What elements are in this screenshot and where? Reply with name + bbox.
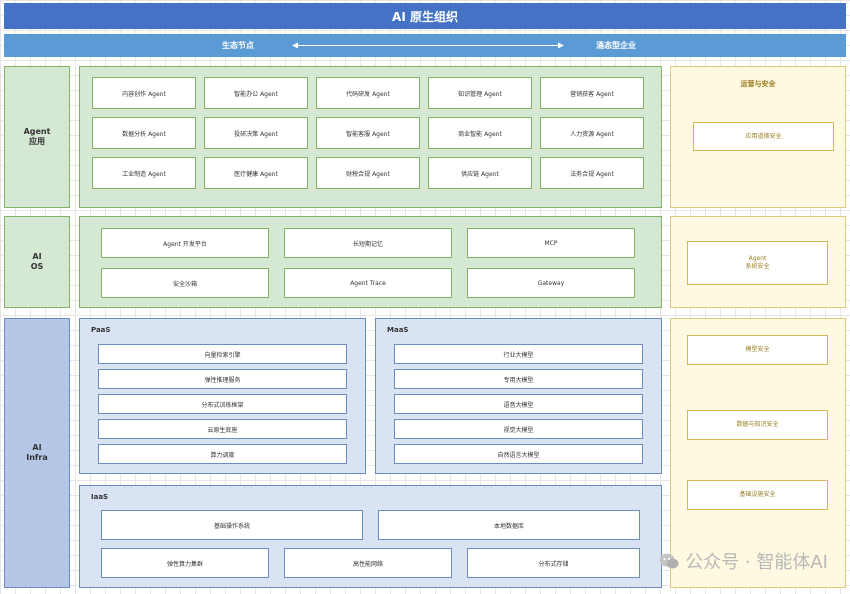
iaas-box: 本地数据库 [378,510,640,540]
page-title: AI 原生组织 [4,3,846,29]
agent-app-box: 智能客服 Agent [316,117,420,149]
agent-app-box: 财税合规 Agent [316,157,420,189]
aios-box: 长短期记忆 [284,228,452,258]
security-box: 应用道德安全 [693,122,834,151]
maas-box: 专用大模型 [394,369,643,389]
paas-box: 云原生底座 [98,419,347,439]
security-box: 基础设施安全 [687,480,828,510]
iaas-box: 弹性算力集群 [101,548,269,578]
security-box: 数据与知识安全 [687,410,828,440]
agent-app-box: 内容创作 Agent [92,77,196,109]
agent-app-box: 知识管理 Agent [428,77,532,109]
double-arrow-icon [292,42,564,49]
security-box: Agent 系统安全 [687,241,828,285]
iaas-box: 分布式存储 [467,548,640,578]
agent-app-box: 供应链 Agent [428,157,532,189]
watermark: 公众号 · 智能体AI [659,548,828,574]
paas-title: PaaS [91,326,111,334]
agent-app-box: 投研决策 Agent [204,117,308,149]
agent-app-box: 营销获客 Agent [540,77,644,109]
iaas-box: 高性能网络 [284,548,452,578]
agent-app-box: 工业制造 Agent [92,157,196,189]
aios-box: Agent 开发平台 [101,228,269,258]
chat-bubbles-icon [659,553,679,569]
agent-app-box: 数据分析 Agent [92,117,196,149]
layer-label-agent: Agent 应用 [4,66,70,208]
iaas-box: 基础操作系统 [101,510,363,540]
ecosystem-right-label: 涌态型企业 [596,41,636,50]
paas-box: 分布式训练框架 [98,394,347,414]
maas-title: MaaS [387,326,409,334]
aios-box: 安全沙箱 [101,268,269,298]
maas-box: 语音大模型 [394,394,643,414]
agent-app-box: 法务合规 Agent [540,157,644,189]
agent-app-box: 商业智能 Agent [428,117,532,149]
layer-label-aios: AI OS [4,216,70,308]
maas-box: 行业大模型 [394,344,643,364]
agent-app-box: 医疗健康 Agent [204,157,308,189]
maas-box: 视觉大模型 [394,419,643,439]
paas-box: 算力调度 [98,444,347,464]
aios-box: Agent Trace [284,268,452,298]
security-title: 运营与安全 [740,80,776,88]
layer-label-infra: AI Infra [4,318,70,588]
agent-app-box: 智能办公 Agent [204,77,308,109]
aios-box: MCP [467,228,635,258]
ecosystem-bar: 生态节点 涌态型企业 [4,34,846,57]
maas-box: 自然语言大模型 [394,444,643,464]
agent-app-box: 人力资源 Agent [540,117,644,149]
agent-app-box: 代码研发 Agent [316,77,420,109]
iaas-title: IaaS [91,493,109,501]
paas-box: 弹性推理服务 [98,369,347,389]
aios-box: Gateway [467,268,635,298]
watermark-text: 公众号 · 智能体AI [685,552,828,573]
security-box: 模型安全 [687,335,828,365]
paas-box: 向量检索引擎 [98,344,347,364]
ecosystem-left-label: 生态节点 [222,41,254,50]
